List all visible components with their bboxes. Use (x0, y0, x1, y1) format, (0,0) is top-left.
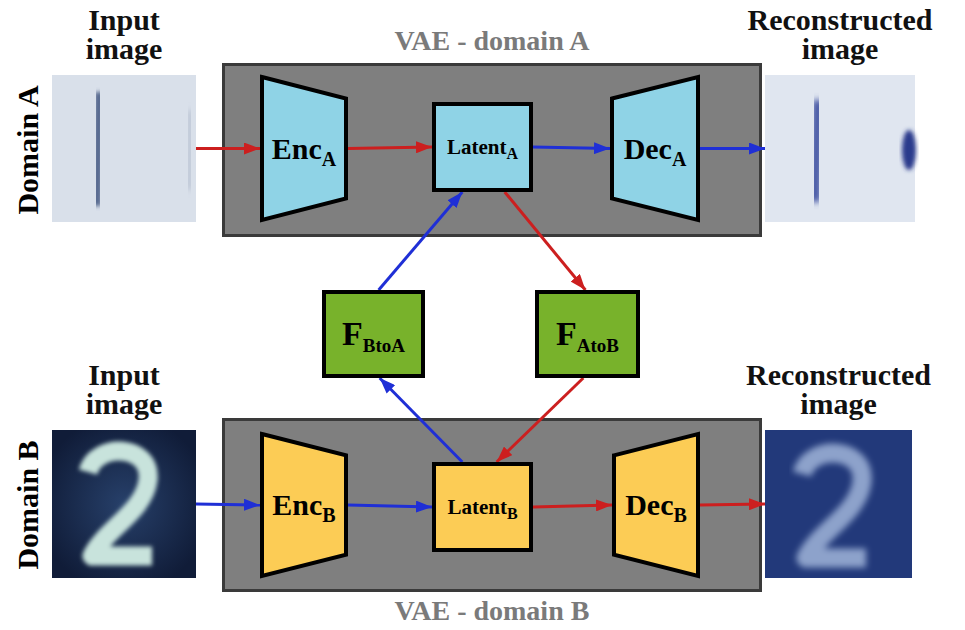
image-heading: Input image (59, 361, 189, 418)
flow-arrow (348, 505, 432, 507)
process-box: FBtoA (322, 290, 425, 378)
flow-arrow (700, 147, 765, 150)
node-name: Enc (272, 488, 322, 521)
trapezoid-shape (612, 77, 698, 220)
reconstructed-image-b (765, 430, 912, 578)
digit-stroke (802, 453, 866, 558)
node-name: Latent (447, 495, 507, 519)
image-tile: Input image (52, 75, 196, 222)
image-heading: Input image (59, 6, 189, 63)
domain-label: Domain A (13, 85, 43, 214)
encoder-trapezoid: EncA (260, 75, 348, 222)
node-name: Latent (447, 135, 507, 159)
node-subscript: A (506, 145, 518, 162)
digit-stroke (902, 130, 916, 170)
domain-label: Domain B (13, 440, 43, 569)
digit-stroke (189, 110, 190, 190)
node-subscript: B (322, 504, 335, 526)
image-heading: Reconstructed image (726, 361, 952, 418)
trapezoid-shape (614, 434, 698, 576)
process-box: LatentB (432, 462, 533, 552)
node-label: FAtoB (556, 317, 619, 351)
flow-arrow (196, 147, 260, 150)
node-label-wrap: FAtoB (539, 294, 636, 374)
flow-arrow (533, 147, 610, 149)
image-tile: Reconstructed image (765, 430, 912, 578)
decoder-trapezoid: DecB (612, 432, 700, 578)
node-name: Enc (272, 132, 322, 165)
input-image-a (52, 75, 196, 222)
flow-arrow (700, 504, 765, 505)
node-subscript: BtoA (363, 335, 405, 356)
trapezoid-shape (262, 77, 346, 220)
node-name: F (342, 315, 363, 352)
node-subscript: A (322, 148, 336, 170)
image-tile: Reconstructed image (765, 75, 915, 222)
node-label: LatentA (447, 137, 518, 158)
node-label: LatentB (447, 497, 517, 518)
node-label-wrap: EncB (260, 432, 348, 578)
node-label-wrap: DecA (610, 75, 700, 222)
digit-stroke (815, 100, 818, 202)
node-subscript: B (507, 505, 518, 522)
panel-heading: VAE - domain B (395, 597, 590, 625)
node-name: Dec (625, 488, 673, 521)
node-label-wrap: DecB (612, 432, 700, 578)
node-label-wrap: LatentB (436, 466, 529, 548)
flow-arrow (379, 192, 463, 290)
trapezoid-shape (262, 434, 346, 576)
flow-arrow (497, 378, 584, 462)
digit-stroke (97, 92, 99, 206)
node-label-wrap: LatentA (436, 106, 529, 188)
node-label-wrap: FBtoA (326, 294, 421, 374)
encoder-trapezoid: EncB (260, 432, 348, 578)
node-label: FBtoA (342, 317, 405, 351)
vae-panel: VAE - domain AEncALatentADecA (222, 63, 762, 237)
digit-stroke (88, 451, 152, 556)
node-subscript: B (673, 504, 686, 526)
flow-arrow (533, 505, 612, 507)
node-subscript: A (672, 148, 686, 170)
node-label: DecA (624, 134, 687, 164)
flow-arrow (505, 192, 586, 290)
process-box: FAtoB (535, 290, 640, 378)
node-name: Dec (624, 132, 672, 165)
flow-arrow (380, 378, 463, 462)
input-image-b (52, 430, 196, 578)
node-label: EncA (272, 134, 336, 164)
node-name: F (556, 315, 577, 352)
node-label-wrap: EncA (260, 75, 348, 222)
flow-arrow (196, 504, 260, 505)
node-label: EncB (272, 490, 335, 520)
vae-panel: VAE - domain BEncBLatentBDecB (222, 418, 762, 592)
flow-arrow (348, 147, 432, 149)
decoder-trapezoid: DecA (610, 75, 700, 222)
node-label: DecB (625, 490, 687, 520)
panel-heading: VAE - domain A (395, 27, 590, 55)
image-heading: Reconstructed image (727, 6, 953, 63)
reconstructed-image-a (765, 75, 915, 222)
process-box: LatentA (432, 102, 533, 192)
node-subscript: AtoB (577, 335, 619, 356)
image-tile: Input image (52, 430, 196, 578)
